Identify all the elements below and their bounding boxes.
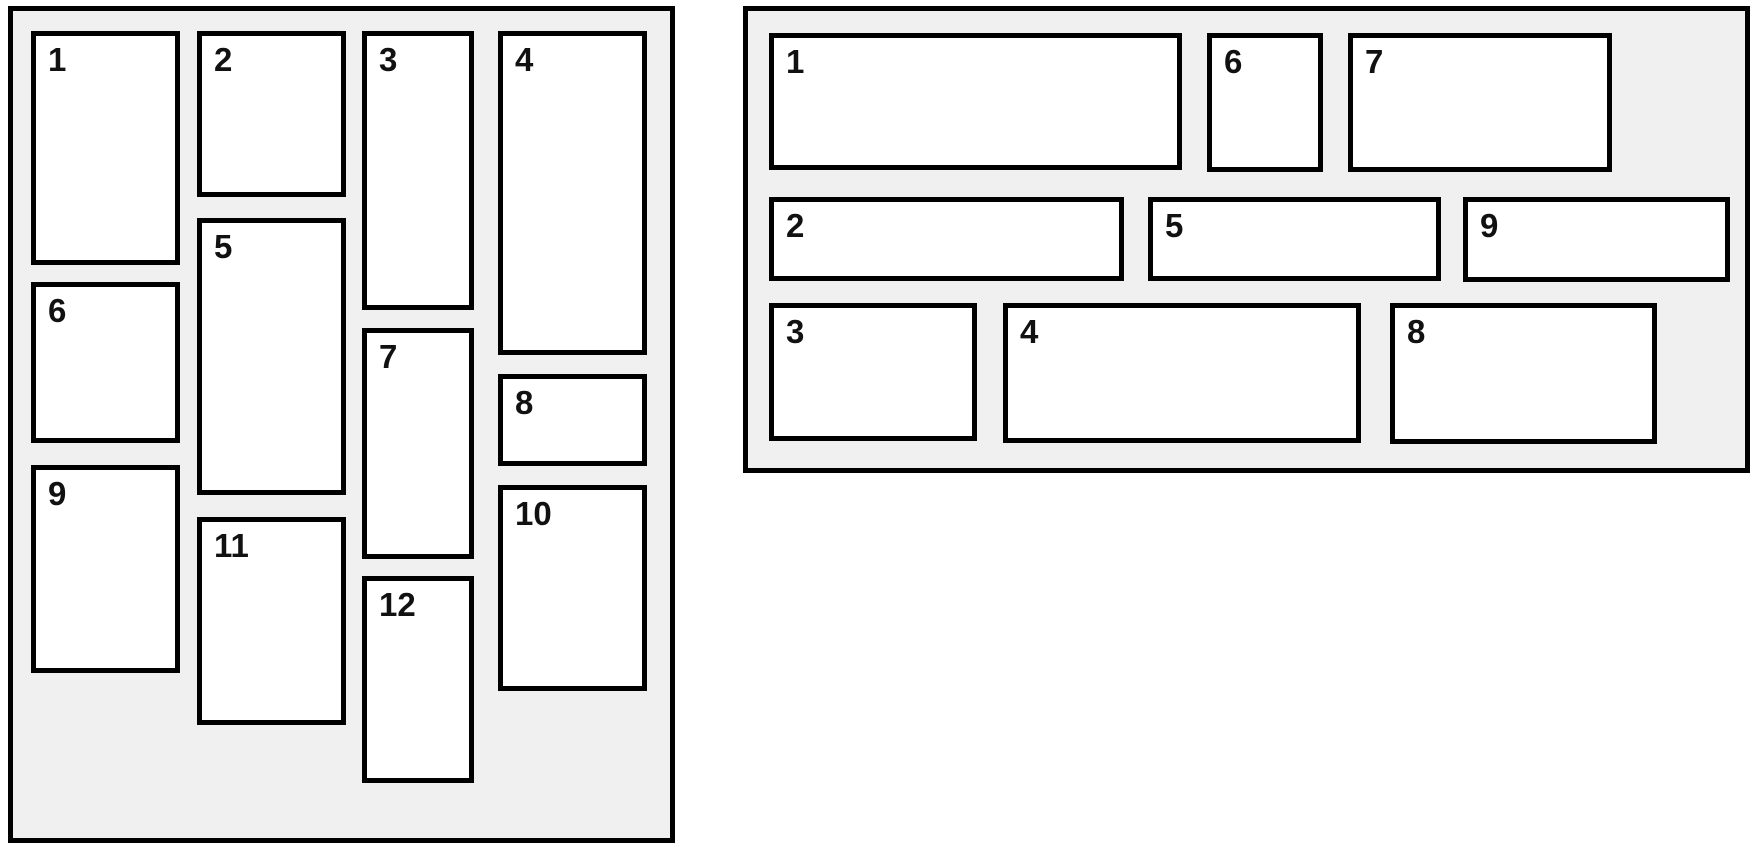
- masonry-item-left-3: 3: [362, 31, 474, 310]
- item-number-label: 4: [1020, 313, 1039, 350]
- item-number-label: 6: [1224, 43, 1243, 80]
- masonry-item-left-7: 7: [362, 328, 474, 559]
- item-number-label: 5: [214, 228, 233, 265]
- masonry-item-left-10: 10: [498, 485, 647, 691]
- right-masonry-panel-rows: 1 2 3 4 5 6 7 8 9: [743, 6, 1750, 473]
- item-number-label: 10: [515, 495, 552, 532]
- masonry-item-right-6: 6: [1207, 33, 1323, 172]
- masonry-item-right-7: 7: [1348, 33, 1612, 172]
- masonry-item-left-4: 4: [498, 31, 647, 355]
- item-number-label: 3: [379, 41, 398, 78]
- item-number-label: 12: [379, 586, 416, 623]
- item-number-label: 9: [48, 475, 67, 512]
- item-number-label: 6: [48, 292, 67, 329]
- item-number-label: 7: [379, 338, 398, 375]
- masonry-item-right-4: 4: [1003, 303, 1361, 443]
- item-number-label: 1: [786, 43, 805, 80]
- masonry-item-right-5: 5: [1148, 197, 1441, 281]
- masonry-item-left-8: 8: [498, 374, 647, 466]
- masonry-item-right-9: 9: [1463, 197, 1730, 282]
- item-number-label: 8: [1407, 313, 1426, 350]
- item-number-label: 2: [786, 207, 805, 244]
- item-number-label: 9: [1480, 207, 1499, 244]
- masonry-item-right-8: 8: [1390, 303, 1657, 444]
- item-number-label: 8: [515, 384, 534, 421]
- item-number-label: 2: [214, 41, 233, 78]
- item-number-label: 7: [1365, 43, 1384, 80]
- masonry-item-left-9: 9: [31, 465, 180, 673]
- masonry-item-left-11: 11: [197, 517, 346, 725]
- item-number-label: 11: [214, 527, 249, 564]
- item-number-label: 3: [786, 313, 805, 350]
- masonry-item-right-1: 1: [769, 33, 1182, 170]
- masonry-item-left-2: 2: [197, 31, 346, 197]
- item-number-label: 1: [48, 41, 67, 78]
- masonry-item-left-1: 1: [31, 31, 180, 265]
- masonry-item-right-3: 3: [769, 303, 977, 441]
- item-number-label: 5: [1165, 207, 1184, 244]
- masonry-item-left-5: 5: [197, 218, 346, 495]
- masonry-item-left-6: 6: [31, 282, 180, 443]
- item-number-label: 4: [515, 41, 534, 78]
- masonry-item-right-2: 2: [769, 197, 1124, 281]
- masonry-item-left-12: 12: [362, 576, 474, 783]
